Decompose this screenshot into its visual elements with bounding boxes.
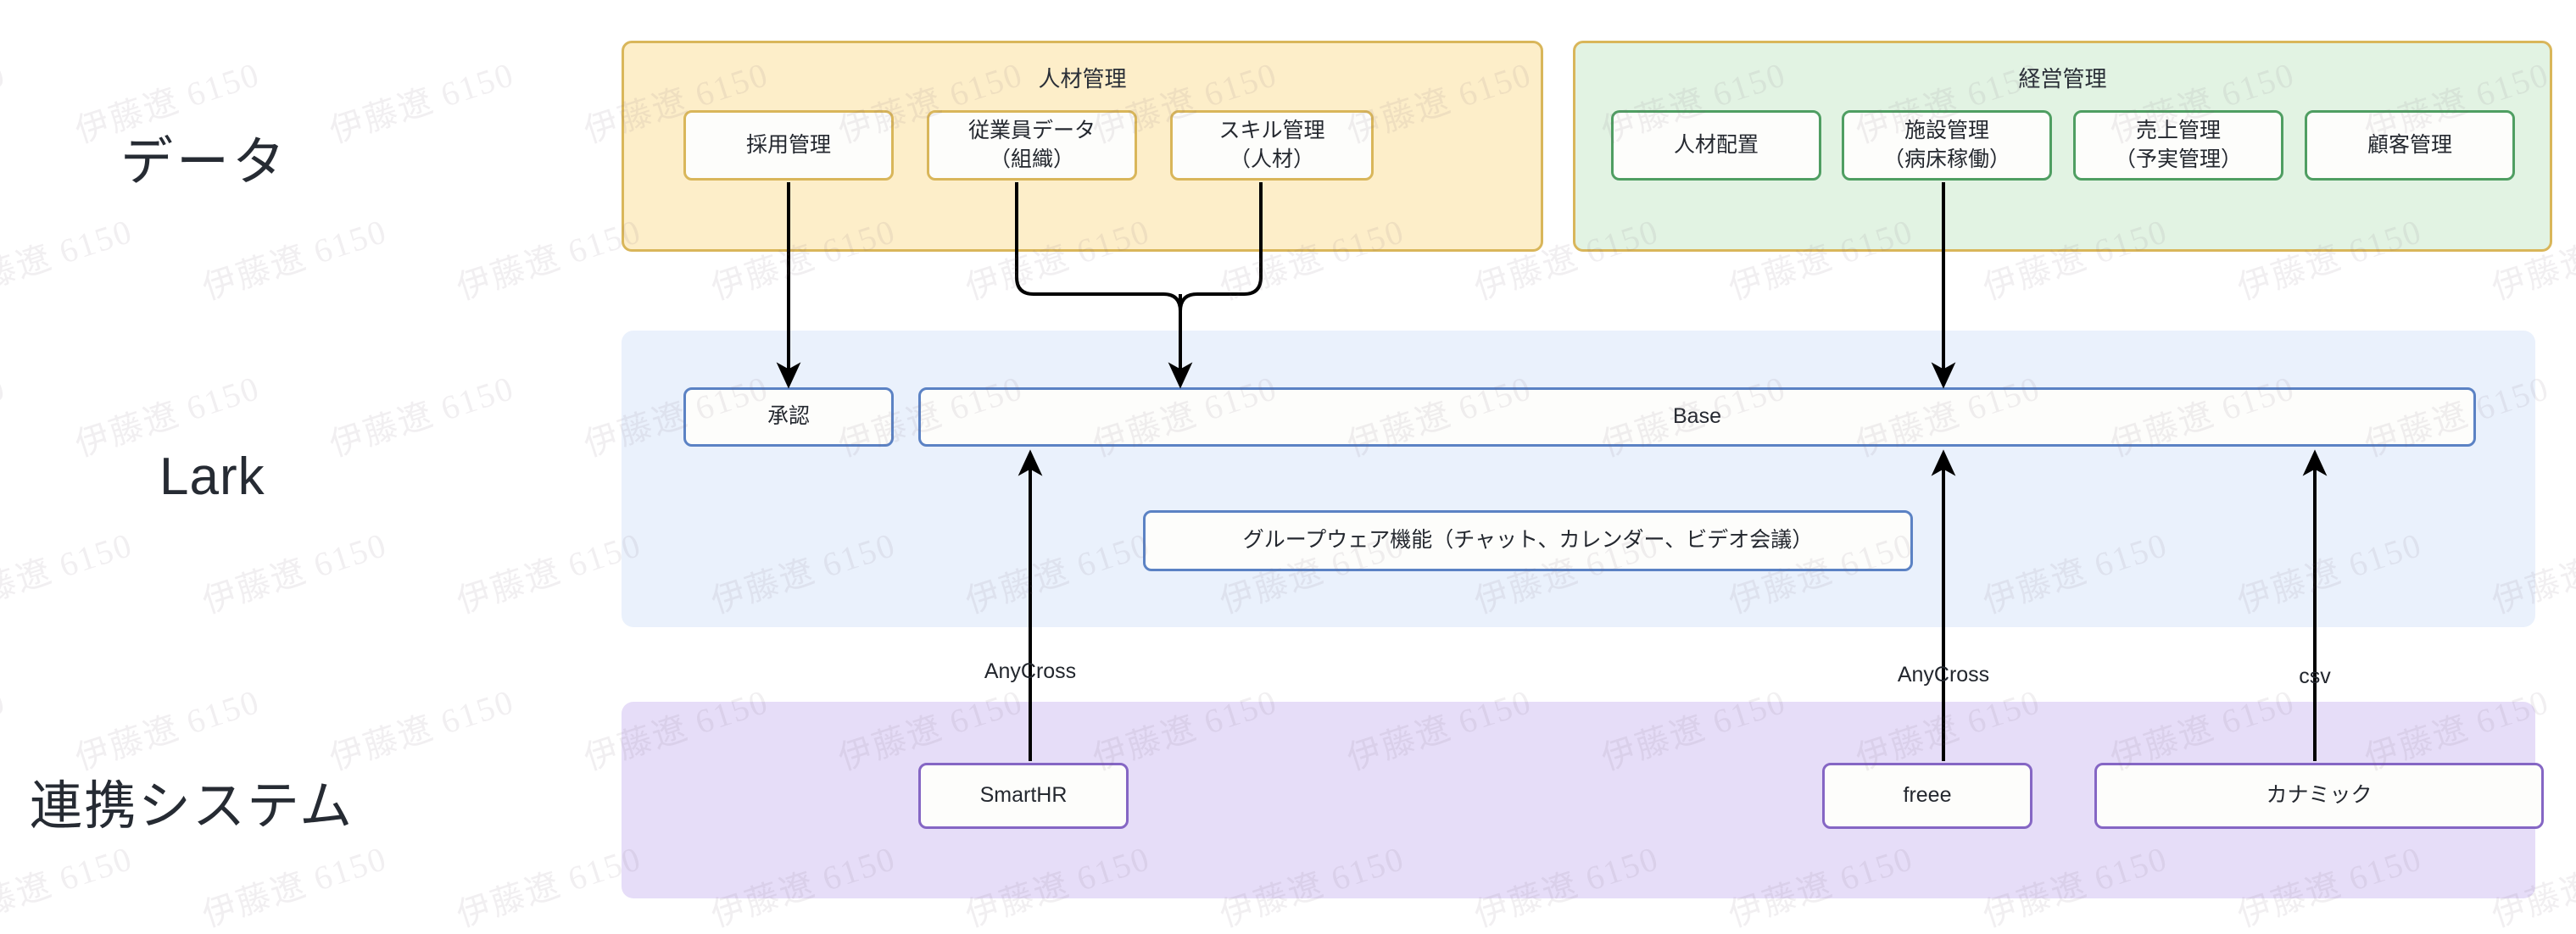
node-uriage-kanri-line1: 売上管理	[2135, 119, 2221, 142]
node-jinzai-haichi-label: 人材配置	[1673, 132, 1759, 157]
node-freee[interactable]: freee	[1822, 763, 2032, 829]
node-shisetsu-kanri-line2: （病床稼働）	[1882, 147, 2010, 171]
watermark-text: 伊藤遼 6150	[452, 211, 646, 308]
edge-label-anycross-smarthr: AnyCross	[984, 659, 1077, 683]
watermark-text: 伊藤遼 6150	[0, 681, 10, 778]
watermark-text: 伊藤遼 6150	[0, 525, 137, 621]
node-shounin-label: 承認	[767, 404, 810, 429]
node-shisetsu-kanri-line1: 施設管理	[1904, 119, 1989, 142]
watermark-text: 伊藤遼 6150	[198, 211, 392, 308]
watermark-text: 伊藤遼 6150	[0, 368, 10, 464]
node-shounin[interactable]: 承認	[683, 387, 894, 447]
node-uriage-kanri-label: 売上管理 （予実管理）	[2115, 117, 2242, 174]
node-smarthr[interactable]: SmartHR	[918, 763, 1129, 829]
edge-label-anycross-freee: AnyCross	[1897, 663, 1990, 687]
watermark-text: 伊藤遼 6150	[325, 54, 519, 151]
watermark-text: 伊藤遼 6150	[0, 838, 137, 934]
row-label-renkei: 連携システム	[30, 777, 354, 836]
node-kokyaku-kanri[interactable]: 顧客管理	[2305, 110, 2515, 181]
row-label-data: データ	[120, 133, 289, 192]
watermark-text: 伊藤遼 6150	[452, 525, 646, 621]
node-groupware-label: グループウェア機能（チャット、カレンダー、ビデオ会議）	[1242, 528, 1814, 553]
watermark-text: 伊藤遼 6150	[198, 525, 392, 621]
node-freee-label: freee	[1903, 783, 1952, 808]
node-skill-kanri-line2: （人材）	[1229, 147, 1314, 171]
node-uriage-kanri[interactable]: 売上管理 （予実管理）	[2073, 110, 2283, 181]
node-smarthr-label: SmartHR	[979, 783, 1068, 808]
node-juugyoin-data-label: 従業員データ （組織）	[968, 117, 1096, 174]
node-groupware[interactable]: グループウェア機能（チャット、カレンダー、ビデオ会議）	[1143, 510, 1913, 571]
node-base[interactable]: Base	[918, 387, 2476, 447]
node-skill-kanri-line1: スキル管理	[1218, 119, 1325, 142]
node-juugyoin-data-line2: （組織）	[989, 147, 1074, 171]
node-juugyoin-data-line1: 従業員データ	[967, 119, 1096, 142]
watermark-text: 伊藤遼 6150	[452, 838, 646, 934]
node-skill-kanri[interactable]: スキル管理 （人材）	[1170, 110, 1374, 181]
node-base-label: Base	[1673, 404, 1721, 429]
node-shisetsu-kanri[interactable]: 施設管理 （病床稼働）	[1842, 110, 2052, 181]
node-uriage-kanri-line2: （予実管理）	[2114, 147, 2242, 171]
row-label-lark: Lark	[159, 448, 265, 506]
node-juugyoin-data[interactable]: 従業員データ （組織）	[927, 110, 1137, 181]
node-kokyaku-kanri-label: 顧客管理	[2367, 132, 2452, 157]
watermark-text: 伊藤遼 6150	[0, 54, 10, 151]
watermark-text: 伊藤遼 6150	[198, 838, 392, 934]
watermark-text: 伊藤遼 6150	[0, 211, 137, 308]
group-jinzai-title: 人材管理	[1038, 66, 1127, 92]
node-kanamic-label: カナミック	[2266, 783, 2372, 808]
edge-label-csv-kanamic: csv	[2299, 664, 2331, 688]
node-saiyo-kanri[interactable]: 採用管理	[683, 110, 894, 181]
watermark-text: 伊藤遼 6150	[325, 368, 519, 464]
node-jinzai-haichi[interactable]: 人材配置	[1611, 110, 1821, 181]
node-shisetsu-kanri-label: 施設管理 （病床稼働）	[1883, 117, 2010, 174]
node-kanamic[interactable]: カナミック	[2094, 763, 2544, 829]
band-lark	[622, 331, 2535, 627]
node-saiyo-kanri-label: 採用管理	[745, 132, 831, 157]
node-skill-kanri-label: スキル管理 （人材）	[1218, 117, 1324, 174]
group-keiei-title: 経営管理	[2018, 66, 2107, 92]
